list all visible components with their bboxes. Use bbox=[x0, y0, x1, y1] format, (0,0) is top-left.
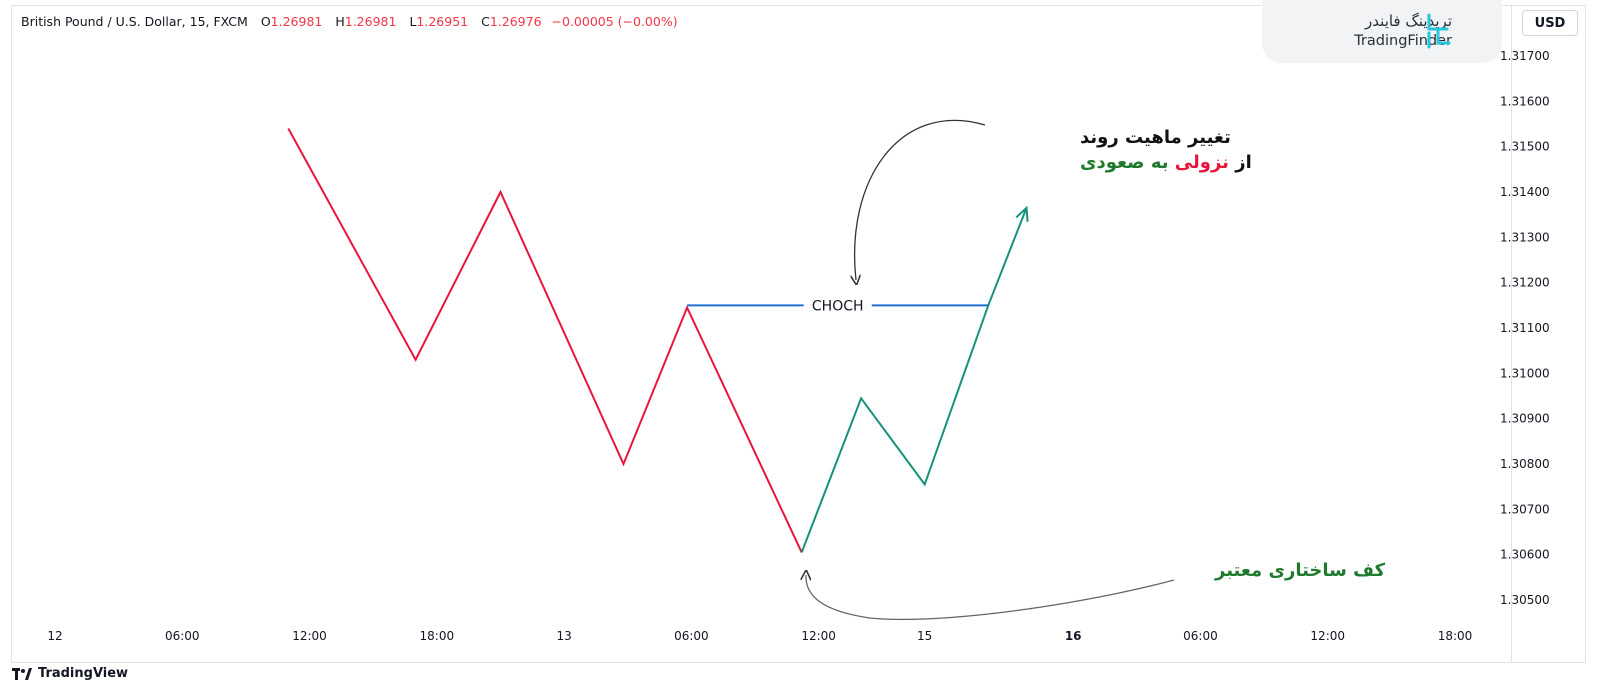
x-tick-label: 12:00 bbox=[292, 629, 327, 643]
y-tick-label: 1.31000 bbox=[1500, 366, 1550, 380]
annotation-from: از bbox=[1234, 152, 1252, 173]
low-value: 1.26951 bbox=[416, 14, 469, 29]
annotation-to-bullish: به صعودی bbox=[1080, 152, 1169, 173]
x-tick-label: 18:00 bbox=[420, 629, 455, 643]
x-tick-label: 18:00 bbox=[1438, 629, 1473, 643]
low-label: L bbox=[409, 14, 417, 29]
x-tick-label: 06:00 bbox=[1183, 629, 1218, 643]
y-tick-label: 1.30600 bbox=[1500, 548, 1550, 562]
bearish-swing-line bbox=[287, 128, 803, 553]
annotation-from-to: از نزولی به صعودی bbox=[1080, 152, 1252, 173]
annotation-valid-structural-low: کف ساختاری معتبر bbox=[1214, 560, 1386, 581]
x-axis-ticks: 12 06:00 12:00 18:00 13 06:00 12:00 15 16 06:00 12… bbox=[47, 629, 1472, 643]
open-value: 1.26981 bbox=[270, 14, 323, 29]
choch-label: CHOCH bbox=[812, 298, 864, 314]
open-label: O bbox=[260, 14, 271, 29]
y-tick-label: 1.30900 bbox=[1500, 412, 1550, 426]
tradingfinder-watermark: تریدینگ فایندر TradingFinder bbox=[1262, 0, 1502, 63]
high-value: 1.26981 bbox=[344, 14, 397, 29]
x-tick-label: 13 bbox=[556, 629, 571, 643]
x-tick-label: 12:00 bbox=[1310, 629, 1345, 643]
x-tick-label: 12 bbox=[47, 629, 62, 643]
choch-callout-arrow bbox=[855, 119, 986, 280]
bullish-arrowhead bbox=[1015, 205, 1029, 222]
y-tick-label: 1.31200 bbox=[1500, 276, 1550, 290]
symbol-legend: British Pound / U.S. Dollar, 15, FXCM O1… bbox=[21, 14, 678, 29]
series-lines bbox=[287, 128, 1029, 553]
symbol-title: British Pound / U.S. Dollar, 15, FXCM bbox=[21, 14, 248, 29]
y-tick-label: 1.31500 bbox=[1500, 140, 1550, 154]
price-scale-divider bbox=[1511, 5, 1512, 663]
annotation-trend-change: تغییر ماهیت روند bbox=[1080, 127, 1231, 148]
y-tick-label: 1.31300 bbox=[1500, 230, 1550, 244]
chart-frame bbox=[11, 5, 1586, 663]
y-tick-label: 1.30700 bbox=[1500, 502, 1550, 516]
low-callout-arrow bbox=[806, 575, 1175, 621]
close-value: 1.26976 bbox=[489, 14, 542, 29]
high-label: H bbox=[335, 14, 345, 29]
x-tick-label: 06:00 bbox=[674, 629, 709, 643]
currency-button[interactable]: USD bbox=[1522, 10, 1578, 36]
y-axis-ticks: 1.31700 1.31600 1.31500 1.31400 1.31300 1.312… bbox=[1500, 49, 1550, 607]
close-label: C bbox=[481, 14, 490, 29]
y-tick-label: 1.31600 bbox=[1500, 94, 1550, 108]
bullish-swing-line bbox=[800, 207, 1028, 553]
x-tick-label: 06:00 bbox=[165, 629, 200, 643]
tradingview-logo[interactable]: TradingView bbox=[12, 666, 128, 681]
x-tick-label: 15 bbox=[917, 629, 932, 643]
annotation-bearish: نزولی bbox=[1175, 152, 1229, 173]
y-tick-label: 1.31400 bbox=[1500, 185, 1550, 199]
y-tick-label: 1.31700 bbox=[1500, 49, 1550, 63]
change-value: −0.00005 (−0.00%) bbox=[551, 14, 678, 29]
y-tick-label: 1.31100 bbox=[1500, 321, 1550, 335]
x-tick-label: 16 bbox=[1065, 629, 1082, 643]
choch-level: CHOCH bbox=[687, 298, 989, 314]
x-tick-label: 12:00 bbox=[801, 629, 836, 643]
y-tick-label: 1.30800 bbox=[1500, 457, 1550, 471]
tradingview-icon bbox=[12, 667, 32, 680]
tradingview-label: TradingView bbox=[38, 666, 129, 681]
tradingfinder-logo-icon bbox=[1427, 13, 1451, 49]
y-tick-label: 1.30500 bbox=[1500, 593, 1550, 607]
annotations: تغییر ماهیت روند از نزولی به صعودی کف سا… bbox=[806, 119, 1386, 621]
